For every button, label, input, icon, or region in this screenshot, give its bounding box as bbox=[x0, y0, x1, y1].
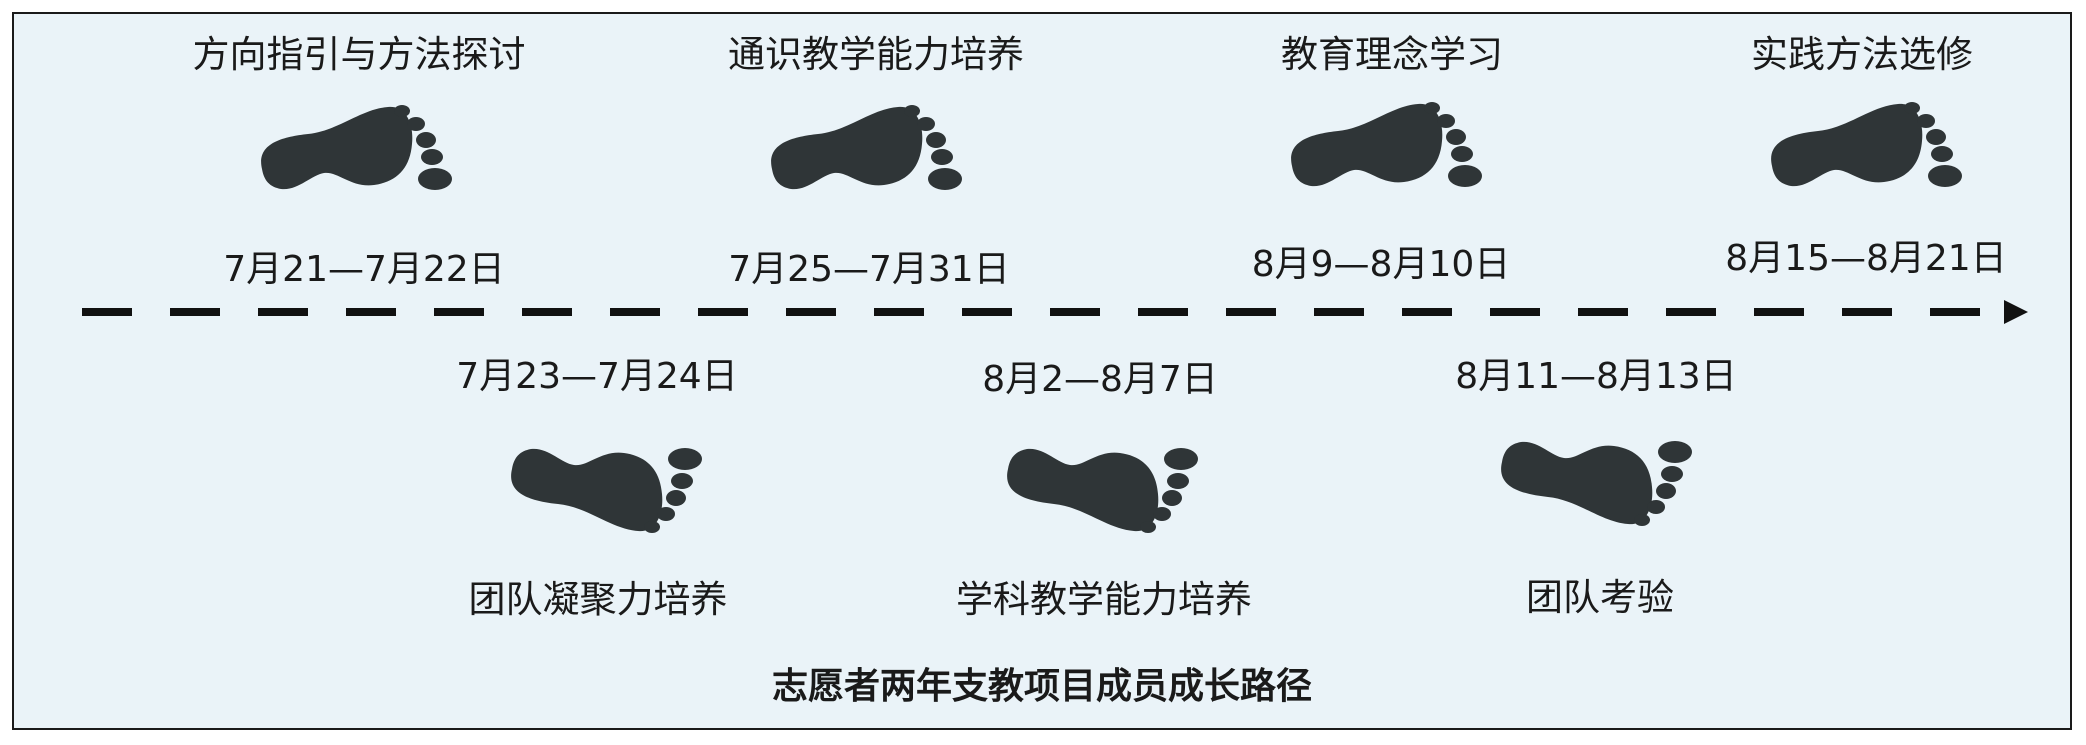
stage-bottom-1-date: 7月23—7月24日 bbox=[456, 356, 738, 397]
stage-top-1-date: 7月21—7月22日 bbox=[223, 249, 505, 290]
stage-top-1-label: 方向指引与方法探讨 bbox=[192, 33, 526, 76]
stage-top-4-label: 实践方法选修 bbox=[1751, 33, 1973, 76]
arrow-head-icon bbox=[2004, 300, 2028, 324]
stage-bottom-3-label: 团队考验 bbox=[1526, 576, 1674, 619]
footprint-icon bbox=[261, 105, 452, 190]
stage-top-3-date: 8月9—8月10日 bbox=[1251, 244, 1511, 285]
footprint-icon bbox=[511, 448, 702, 533]
footprint-icon bbox=[1771, 102, 1962, 187]
stage-bottom-2-label: 学科教学能力培养 bbox=[956, 578, 1252, 621]
footprint-icon bbox=[1007, 448, 1198, 533]
stage-top-3-label: 教育理念学习 bbox=[1281, 33, 1503, 76]
stage-bottom-3-date: 8月11—8月13日 bbox=[1455, 356, 1737, 397]
stage-bottom-2-date: 8月2—8月7日 bbox=[982, 359, 1218, 400]
timeline-line bbox=[82, 300, 2028, 324]
stage-top-2-date: 7月25—7月31日 bbox=[728, 249, 1010, 290]
footprint-icon bbox=[771, 105, 962, 190]
stage-top-4-date: 8月15—8月21日 bbox=[1725, 238, 2007, 279]
footprint-icon bbox=[1501, 441, 1692, 526]
diagram-title: 志愿者两年支教项目成员成长路径 bbox=[771, 666, 1313, 707]
footprint-icon bbox=[1291, 102, 1482, 187]
stage-top-2-label: 通识教学能力培养 bbox=[728, 33, 1024, 76]
stage-bottom-1-label: 团队凝聚力培养 bbox=[468, 578, 728, 621]
diagram-frame: 方向指引与方法探讨 7月21—7月22日 通识教学能力培养 7月25—7月31日… bbox=[12, 12, 2072, 730]
